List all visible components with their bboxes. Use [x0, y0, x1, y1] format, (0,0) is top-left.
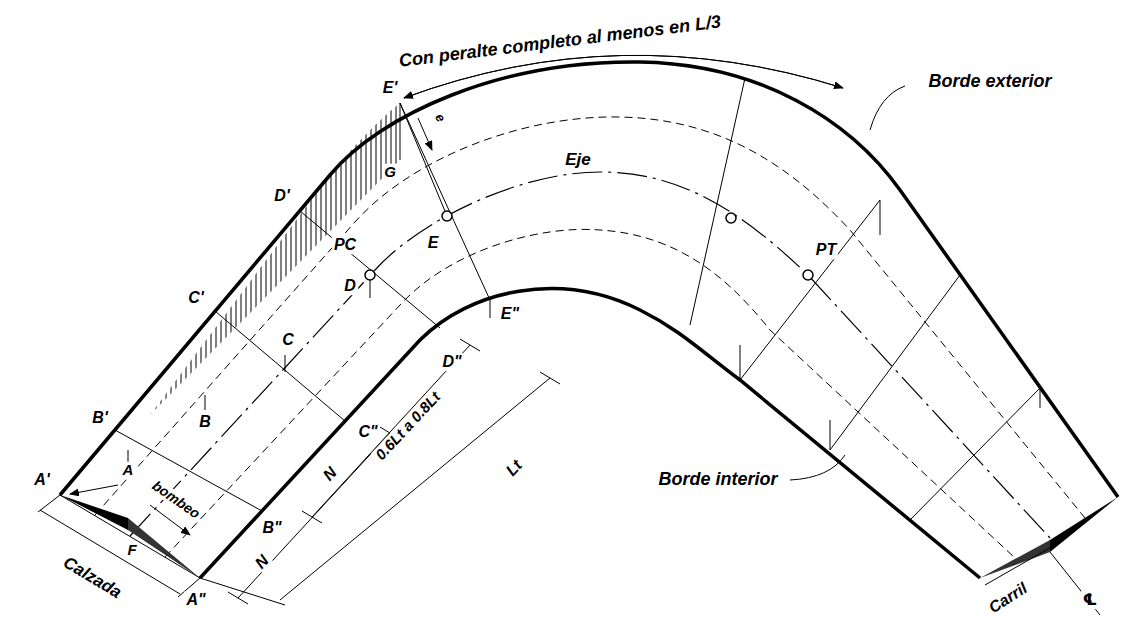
drawing-label: B" — [260, 519, 283, 537]
drawing-label: PC — [332, 236, 358, 254]
drawing-label: F — [125, 542, 138, 559]
drawing-label: A — [121, 462, 136, 479]
drawing-label: E — [426, 234, 441, 252]
drawing-label: N — [250, 550, 273, 573]
drawing-label: Lt — [501, 455, 527, 481]
drawing-label: C — [280, 331, 296, 349]
drawing-label: ℄ — [1081, 591, 1099, 609]
drawing-label: bombeo — [148, 477, 205, 523]
drawing-label: B — [197, 413, 213, 431]
drawing-label: E" — [499, 305, 521, 323]
drawing-label: C' — [186, 289, 205, 307]
drawing-label: Borde interior — [656, 470, 779, 490]
drawing-label: A" — [184, 591, 207, 609]
drawing-label: e — [431, 110, 449, 127]
drawing-label: A' — [32, 471, 51, 489]
drawing-label: Carril — [984, 578, 1032, 618]
drawing-label: Calzada — [58, 552, 126, 603]
drawing-label: G — [382, 164, 398, 181]
drawing-label: E' — [381, 79, 399, 97]
drawing-label: PT — [814, 241, 838, 259]
drawing-label: D" — [440, 353, 463, 371]
drawing-label: N — [318, 462, 341, 485]
drawing-label: 0.6Lt a 0.8Lt — [371, 387, 445, 465]
drawing-label: Borde exterior — [926, 72, 1053, 92]
drawing-label: Eje — [563, 151, 593, 170]
drawing-label: D — [342, 277, 358, 295]
drawing-label: C" — [356, 423, 379, 441]
drawing-label: D' — [272, 187, 291, 205]
drawing-label: B' — [90, 409, 109, 427]
